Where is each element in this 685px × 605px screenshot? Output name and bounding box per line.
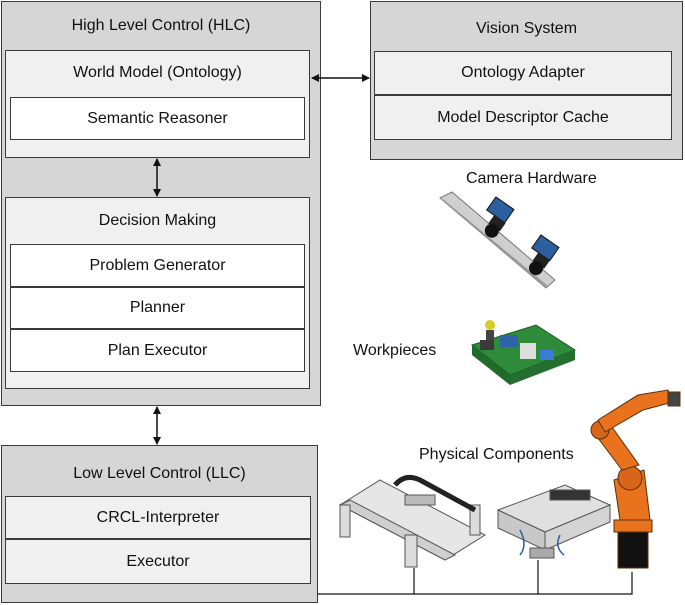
plan-executor-box: Plan Executor [10,329,305,372]
hlc-title: High Level Control (HLC) [71,17,251,34]
decision-making-title: Decision Making [98,212,217,229]
camera-hardware-label: Camera Hardware [466,170,597,187]
workpieces-image [470,320,577,385]
physical-bus-line [318,572,633,595]
model-descriptor-cache-box: Model Descriptor Cache [374,95,672,140]
llc-title: Low Level Control (LLC) [73,465,246,482]
ontology-adapter-box: Ontology Adapter [374,51,672,95]
physical-components-label: Physical Components [419,446,574,463]
problem-generator-box: Problem Generator [10,244,305,287]
workpieces-label: Workpieces [353,342,437,359]
crcl-interpreter-box: CRCL-Interpreter [5,496,311,539]
robot-arm-image [590,389,681,569]
vision-system-title: Vision System [475,20,578,37]
executor-box: Executor [5,539,311,584]
world-model-title: World Model (Ontology) [73,64,242,81]
camera-hardware-image [439,191,560,289]
planner-box: Planner [10,287,305,329]
gantry-image [338,474,487,568]
conveyor-image [496,484,612,559]
semantic-reasoner-box: Semantic Reasoner [10,97,305,140]
